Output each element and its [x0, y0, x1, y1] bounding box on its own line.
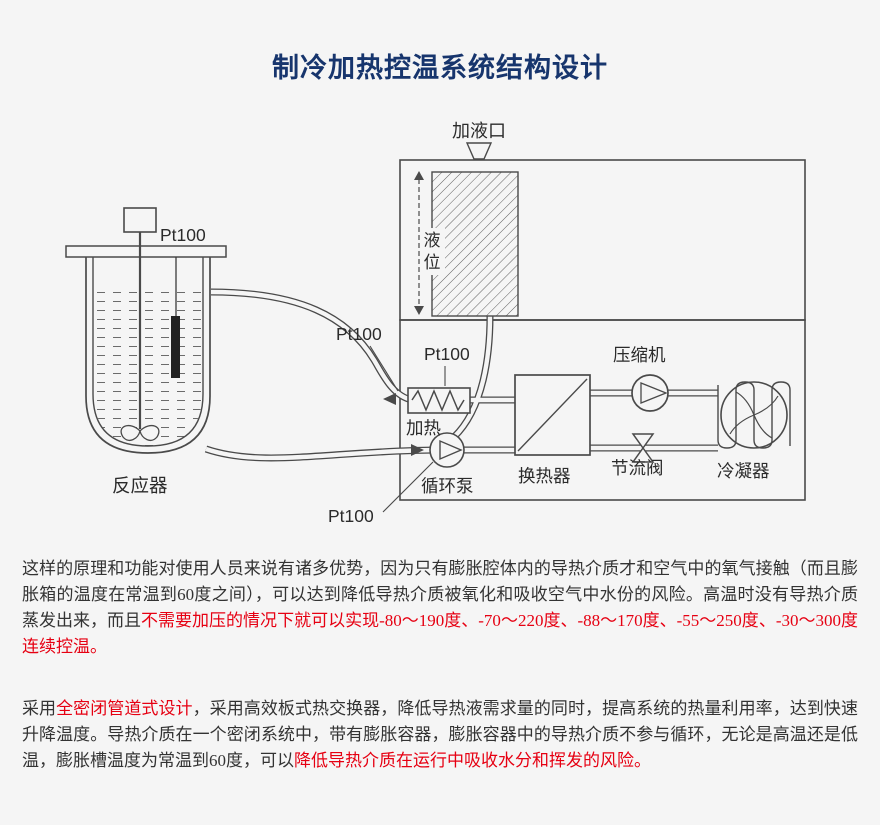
- filling-port-label: 加液口: [452, 121, 506, 141]
- compressor-circle: [631, 374, 669, 412]
- compressor-triangle: [640, 382, 668, 404]
- level-arrow-up: [414, 171, 424, 180]
- pt100-label-reactor: Pt100: [160, 225, 206, 245]
- tank-liquid-hatch: [431, 171, 519, 317]
- condenser-label: 冷凝器: [717, 461, 770, 481]
- pt100-probe: [171, 316, 180, 378]
- paragraph2-normal-text-2: ，采用高效板式热交换器，降低导热液需求量的同时，提高系统的热量利用率，达到快速升…: [22, 699, 858, 770]
- impeller-blade-right: [139, 424, 160, 441]
- reactor-lid: [65, 245, 227, 258]
- throttle-valve-label: 节流阀: [611, 458, 664, 478]
- paragraph2-highlight-text-1: 全密闭管道式设计: [56, 699, 193, 718]
- compressor-label: 压缩机: [613, 345, 666, 365]
- condenser-symbol: [717, 381, 791, 449]
- liquid-level-char-1: 液: [424, 231, 441, 250]
- pipes: [206, 292, 718, 458]
- reactor-outer-wall: [85, 257, 211, 454]
- valve-upper-triangle: [631, 433, 655, 450]
- system-diagram: 液位: [65, 121, 806, 526]
- leader-pipe-sensor: [369, 345, 399, 392]
- heat-exchanger-label: 换热器: [518, 466, 571, 486]
- pt100-label-pump: Pt100: [328, 506, 374, 526]
- flow-arrow-left: [383, 393, 396, 405]
- heat-exchanger-diagonal: [517, 378, 588, 452]
- pump-circle: [429, 432, 465, 468]
- reactor-inner-wall: [92, 257, 204, 447]
- reactor-vessel: [65, 207, 227, 454]
- flow-arrows: [383, 393, 424, 456]
- condenser-fan-circle: [720, 381, 788, 449]
- compressor-symbol: [631, 374, 669, 412]
- reactor-liquid: [94, 287, 202, 446]
- condenser-fan-blades: [729, 391, 779, 439]
- heating-label: 加热: [406, 418, 441, 438]
- paragraph2-normal-text-1: 采用: [22, 699, 57, 718]
- pt100-label-heater: Pt100: [424, 344, 470, 364]
- paragraph-design: 采用全密闭管道式设计，采用高效板式热交换器，降低导热液需求量的同时，提高系统的热…: [22, 696, 858, 774]
- heater-element-zigzag: [411, 389, 465, 412]
- expansion-tank: 液位: [414, 142, 519, 317]
- heat-exchanger-symbol: [514, 374, 591, 456]
- paragraph-advantages: 这样的原理和功能对使用人员来说有诸多优势，因为只有膨胀腔体内的导热介质才和空气中…: [22, 556, 858, 660]
- paragraph1-highlight-text: 不需要加压的情况下就可以实现-80～190度、-70～220度、-88～170度…: [22, 611, 858, 656]
- level-arrow-down: [414, 306, 424, 315]
- circulation-pump-symbol: [429, 432, 465, 468]
- enclosure-boxes: [399, 159, 806, 501]
- valve-lower-triangle: [631, 446, 655, 463]
- stirrer-motor: [123, 207, 157, 233]
- pt100-label-pipe: Pt100: [336, 324, 382, 344]
- liquid-level-label: 液位: [424, 231, 441, 272]
- reactor-label: 反应器: [112, 475, 168, 496]
- paragraph1-normal-text: 这样的原理和功能对使用人员来说有诸多优势，因为只有膨胀腔体内的导热介质才和空气中…: [22, 559, 858, 630]
- leader-lines: [369, 345, 446, 513]
- liquid-level-char-2: 位: [424, 253, 441, 272]
- machine-compartment-box: [399, 319, 806, 501]
- leader-pump-sensor: [382, 461, 434, 513]
- filling-funnel: [465, 142, 493, 160]
- flow-arrow-right: [411, 444, 424, 456]
- circulation-pump-label: 循环泵: [421, 476, 474, 496]
- throttle-valve-symbol: [631, 433, 655, 463]
- diagram-area: 液位: [0, 100, 880, 540]
- page-title: 制冷加热控温系统结构设计: [272, 53, 608, 83]
- heater-symbol: [407, 387, 471, 414]
- pump-triangle: [439, 439, 463, 461]
- paragraph2-highlight-text-2: 降低导热介质在运行中吸收水分和挥发的风险。: [294, 751, 651, 770]
- level-label-backing: [420, 228, 445, 275]
- impeller-blade-left: [120, 424, 141, 441]
